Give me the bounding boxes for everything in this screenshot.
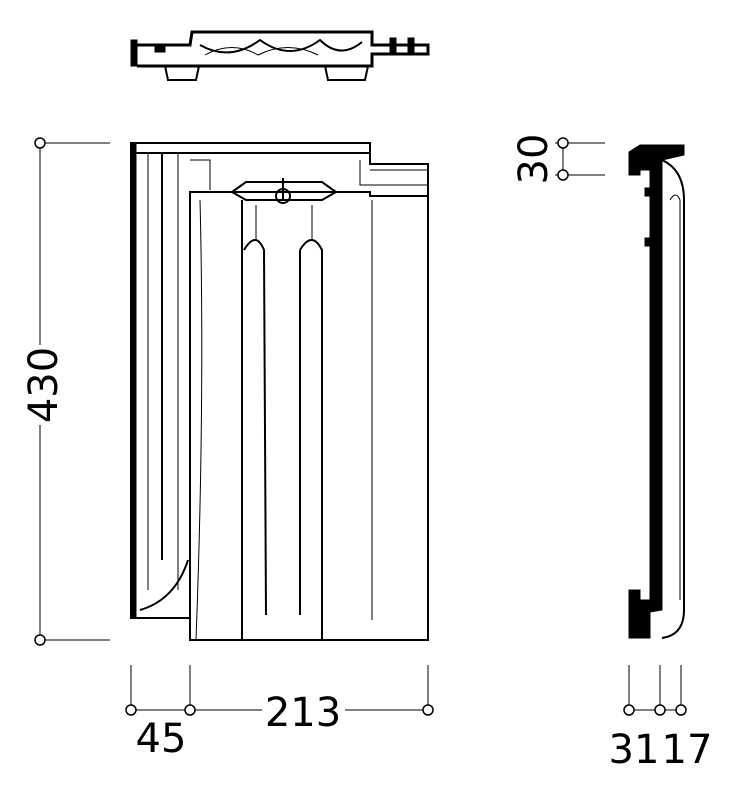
dimension-profile: 31 17 [609,665,713,773]
side-profile-shape [628,144,685,639]
dim-node-top [34,137,46,149]
side-profile-front-face [661,159,685,639]
top-right-step [359,160,428,186]
front-panel-left-edge [195,199,203,641]
dim-node-p1 [623,704,635,716]
dim-label-profile-1: 31 [609,727,660,773]
profile-rib-curve [199,38,363,54]
dim-node-30-bottom [557,169,569,181]
side-lug-2 [644,237,652,247]
dim-node-p3 [675,704,687,716]
profile-left-foot [164,65,200,81]
dim-node-30-top [557,137,569,149]
profile-inner-curve [204,47,319,56]
dimension-overlap-top: 30 [511,134,605,185]
tile-side-view [628,144,685,639]
rib-2 [299,239,323,640]
dimension-width-total: 213 45 [125,665,434,762]
tile-top-profile-view [130,30,430,81]
dim-node-bottom [34,634,46,646]
profile-notch-1 [154,45,166,53]
profile-tab-2 [407,37,415,55]
dim-node-right [422,704,434,716]
profile-outline [137,30,430,68]
tile-outline [130,142,429,641]
rib-1 [243,239,267,616]
profile-right-foot [324,65,369,81]
profile-left-lip [130,39,138,67]
side-profile-rib [669,194,681,600]
hanging-nib [230,181,338,201]
dim-label-overlap: 30 [511,134,557,185]
dim-label-side: 45 [136,716,187,762]
dimension-height-total: 430 [21,137,110,646]
side-lug-1 [644,187,652,197]
dim-node-p2 [654,704,666,716]
dim-node-left [125,704,137,716]
dim-label-height: 430 [21,347,67,423]
dim-node-mid [184,704,196,716]
tile-left-edge [130,142,137,619]
left-curve-bottom [139,559,189,611]
front-panel [189,191,429,641]
dim-label-profile-2: 17 [662,727,713,773]
tile-front-view [130,142,429,641]
dim-label-width: 213 [265,690,341,736]
top-left-step [190,159,211,190]
profile-tab-1 [389,37,397,55]
